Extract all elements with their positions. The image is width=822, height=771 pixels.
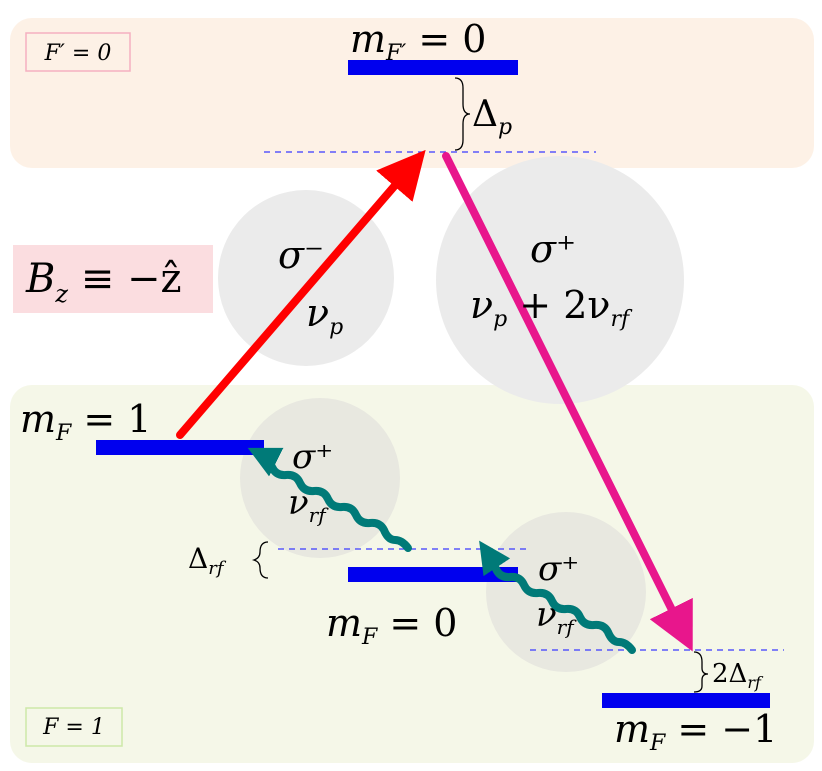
rf-upper-circle	[240, 398, 400, 558]
coupling-transition-arrow	[442, 152, 693, 652]
probe-polarization-label: σ⁻	[278, 233, 324, 277]
coupling-label-circle	[436, 156, 684, 404]
detuning-label-rf: Δrf	[188, 542, 227, 579]
rf-upper-transition-arrow	[247, 447, 412, 552]
field-label: Bz ≡ −ẑ	[25, 256, 182, 308]
probe-transition-arrow	[176, 149, 426, 439]
level-ground-mF0	[348, 567, 518, 582]
coupling-frequency-label: νp + 2νrf	[470, 283, 633, 332]
rf-upper-frequency-label: νrf	[288, 483, 329, 527]
rf-lower-polarization-label: σ⁺	[538, 549, 579, 589]
excited-manifold-box	[10, 18, 814, 168]
level-label-ground-mF0: mF = 0	[326, 601, 458, 650]
rf-lower-frequency-label: νrf	[536, 595, 577, 639]
rf-upper-polarization-label: σ⁺	[292, 437, 333, 477]
ground-manifold-label: F = 1	[42, 715, 105, 740]
level-label-ground-mFminus1: mF = −1	[614, 707, 777, 756]
ground-manifold-label-box	[25, 707, 123, 747]
detuning-brace-probe	[454, 77, 471, 151]
detuning-brace-2rf	[693, 651, 709, 693]
coupling-polarization-label: σ⁺	[530, 227, 576, 271]
level-excited-mF0	[348, 60, 518, 75]
field-label-box	[13, 245, 213, 313]
probe-frequency-label: νp	[306, 291, 343, 340]
rf-lower-transition-arrow	[479, 540, 636, 654]
level-label-excited: mF′ = 0	[350, 17, 487, 66]
detuning-brace-rf	[251, 541, 269, 579]
excited-manifold-label: F′ = 0	[44, 41, 112, 66]
level-label-ground-mF1: mF = 1	[20, 397, 152, 446]
detuning-label-probe: Δp	[472, 94, 512, 140]
level-ground-mFminus1	[602, 693, 770, 708]
level-ground-mF1	[96, 440, 264, 455]
excited-manifold-label-box	[25, 32, 131, 72]
detuning-label-2rf: 2Δrf	[712, 659, 764, 692]
rf-lower-circle	[486, 512, 646, 672]
